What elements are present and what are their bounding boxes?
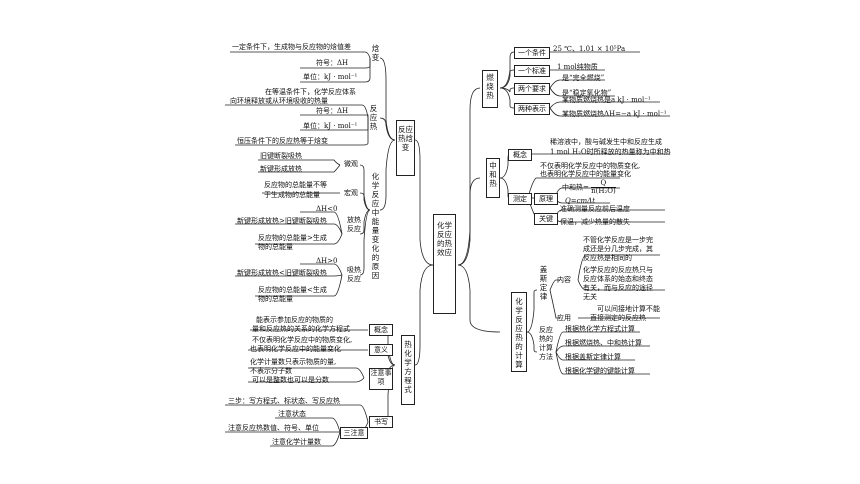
one-condition-value: 25 ℃、1.01 × 10⁵Pa (553, 45, 626, 53)
one-condition-label: 一个条件 (514, 47, 550, 59)
neutral-concept-label: 概念 (508, 149, 532, 161)
expression-1: 某物质燃烧热是a kJ · mol⁻¹ (562, 96, 651, 104)
endothermic-bond: 新键形成放热<旧键断裂吸热 (237, 269, 327, 277)
key-label: 关键 (534, 213, 558, 225)
hess-application-2: 直接测定的反应热 (590, 314, 646, 322)
requirement-1: 是“完全燃烧” (562, 74, 605, 82)
formula-denominator: n(H₂O) (591, 187, 616, 195)
endothermic-label: 吸热反应 (347, 266, 361, 283)
notes-item-1: 化学计量数只表示物质的量, (250, 358, 337, 366)
q-formula: Q=cmΔt (565, 197, 596, 205)
key-item-2: 保温，减少热量的散失 (560, 218, 630, 226)
measurement-intro-1: 不仅表明化学反应中的物质变化, (540, 162, 641, 170)
three-notes-label: 三注意 (340, 427, 368, 439)
exothermic-energy-2: 物的总能量 (258, 243, 293, 251)
micro-item-2: 新键形成放热 (260, 165, 302, 173)
key-item-1: 准确测量反应前后温度 (560, 205, 630, 213)
hess-content-4: 化学反应的反应热只与 (583, 266, 653, 274)
calc-methods-label: 反应热的计算方法 (539, 326, 553, 361)
hess-content-label: 内容 (557, 276, 571, 284)
writing-label: 书写 (369, 416, 393, 428)
hess-content-7: 无关 (583, 293, 597, 301)
one-standard-label: 一个标准 (514, 65, 550, 77)
method-1: 根据热化学方程式计算 (565, 325, 635, 333)
two-expressions-label: 两种表示 (514, 103, 550, 115)
hess-content-3: 反应热是相同的 (583, 254, 632, 262)
hess-content-6: 有关，而与反应的途径 (583, 284, 653, 292)
hess-content-1: 不管化学反应是一步完 (583, 236, 653, 244)
neutral-concept-text-2: 1 mol H₂O时所释放的热量称为中和热 (550, 148, 671, 156)
hess-content-5: 反应体系的始态和终态 (583, 275, 653, 283)
writing-steps: 三步：写方程式、标状态、写反应热 (228, 397, 340, 405)
hess-application-label: 应用 (557, 314, 571, 322)
principle-label: 原理 (534, 193, 558, 205)
method-3: 根据盖斯定律计算 (565, 353, 621, 361)
reaction-heat-unit: 单位：kJ · mol⁻¹ (303, 122, 358, 130)
enthalpy-symbol: 符号：ΔH (316, 59, 349, 67)
hess-application-1: 可以间接地计算不能 (597, 305, 660, 313)
meaning-text-1: 不仅表明化学反应中的物质变化, (252, 336, 353, 344)
concept-label: 概念 (369, 324, 393, 336)
micro-item-1: 旧键断裂吸热 (260, 152, 302, 160)
notes-item-3: 可以是整数也可以是分数 (252, 376, 329, 384)
exothermic-bond: 新键形成放热>旧键断裂吸热 (237, 217, 327, 225)
enthalpy-change-label: 焓变 (371, 44, 380, 62)
concept-text-2: 量和反应热的关系的化学方程式 (252, 325, 350, 333)
notes-label: 注意事项 (369, 368, 393, 390)
three-notes-item-1: 注意状态 (278, 410, 306, 418)
measurement-intro-2: 也表明化学反应中的能量变化 (540, 170, 631, 178)
reaction-heat-enthalpy-node: 反应热焓变 (396, 120, 415, 176)
enthalpy-definition: 一定条件下，生成物与反应物的焓值差 (232, 43, 351, 51)
neutralization-heat-node: 中和热 (486, 158, 500, 198)
formula-fraction: Q n(H₂O) (591, 180, 616, 195)
center-topic: 化学反应的热效应 (433, 214, 456, 314)
concept-text-1: 能表示参加反应的物质的 (256, 316, 333, 324)
measurement-label: 测定 (508, 193, 532, 205)
formula-lhs: 中和热= (562, 183, 589, 192)
endothermic-condition: ΔH>0 (316, 257, 338, 265)
exothermic-label: 放热反应 (347, 216, 361, 233)
macro-item-1: 反应物的总能量不等 (264, 181, 327, 189)
three-notes-item-2: 注意反应热数值、符号、单位 (228, 424, 319, 432)
endothermic-energy-1: 反应物的总能量<生成 (258, 286, 327, 294)
one-standard-value: 1 mol纯物质 (557, 63, 598, 71)
reaction-heat-definition-1: 在等温条件下，化学反应体系 (265, 88, 356, 96)
principle-formula: 中和热= Q n(H₂O) (562, 180, 616, 195)
micro-label: 微观 (344, 160, 358, 168)
notes-item-2: 不表示分子数 (250, 367, 292, 375)
neutral-concept-text-1: 稀溶液中，酸与碱发生中和反应生成 (550, 138, 662, 146)
two-requirements-label: 两个要求 (514, 83, 550, 95)
reaction-heat-relation: 恒压条件下的反应热等于焓变 (237, 137, 328, 145)
combustion-heat-node: 燃烧热 (482, 70, 498, 108)
exothermic-condition: ΔH<0 (316, 205, 338, 213)
expression-2: 某物质燃烧热ΔH=−a kJ · mol⁻¹ (562, 110, 667, 118)
reaction-heat-definition-2: 向环境释放或从环境吸收的热量 (230, 97, 328, 105)
macro-label: 宏观 (344, 189, 358, 197)
exothermic-energy-1: 反应物的总能量>生成 (258, 234, 327, 242)
hess-law-label: 盖斯定律 (539, 265, 548, 301)
meaning-label: 意义 (369, 344, 393, 356)
three-notes-item-3: 注意化学计量数 (272, 438, 321, 446)
thermo-equation-node: 热化学方程式 (401, 335, 415, 405)
method-2: 根据燃烧热、中和热计算 (565, 339, 642, 347)
energy-change-cause-label: 化学反应中能量变化的原因 (371, 172, 380, 280)
reaction-heat-label: 反应热 (369, 104, 378, 131)
enthalpy-unit: 单位：kJ · mol⁻¹ (303, 73, 358, 81)
endothermic-energy-2: 物的总能量 (258, 295, 293, 303)
macro-item-2: 于生成物的总能量 (264, 191, 320, 199)
formula-numerator: Q (591, 180, 616, 188)
heat-calculation-node: 化学反应热的计算 (511, 292, 527, 372)
method-4: 根据化学键的键能计算 (565, 367, 635, 375)
hess-content-2: 成还是分几步完成，其 (583, 245, 653, 253)
requirement-2: 是“稳定氧化物” (562, 89, 612, 97)
meaning-text-2: 也表明化学反应中的能量变化 (250, 345, 341, 353)
reaction-heat-symbol: 符号：ΔH (316, 107, 349, 115)
